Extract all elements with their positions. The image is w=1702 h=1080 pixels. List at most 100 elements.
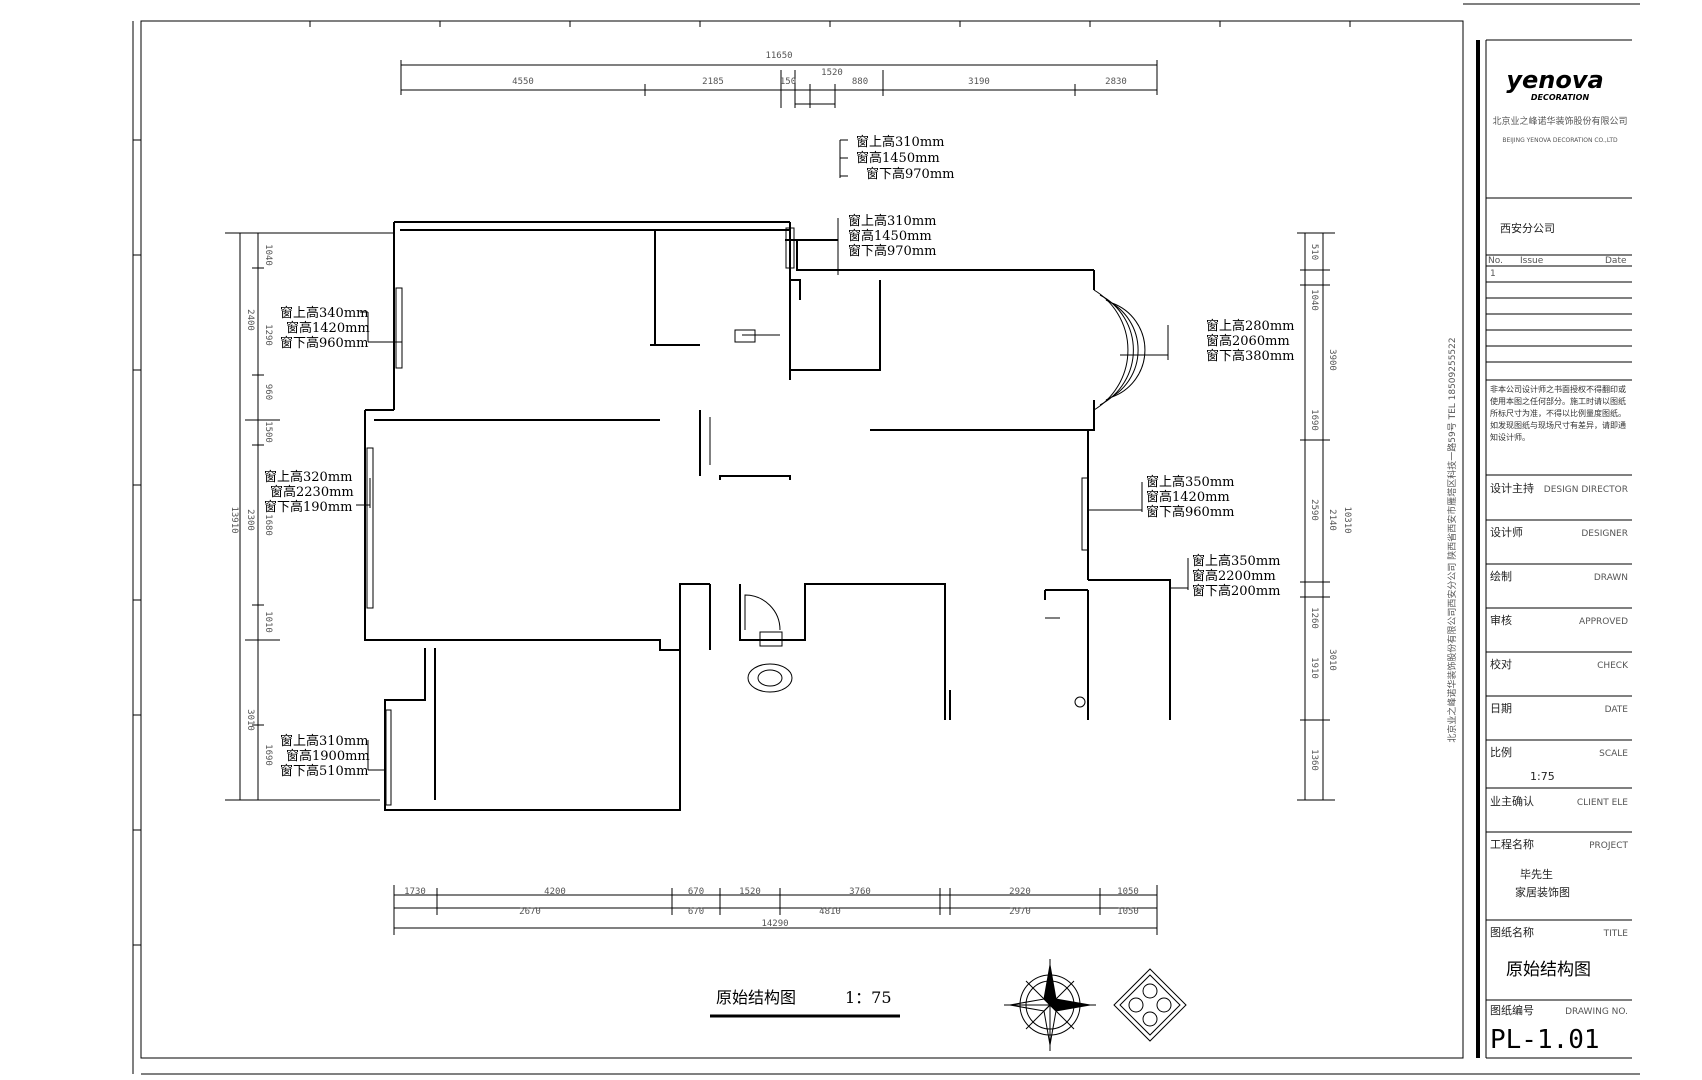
svg-text:1690: 1690 (1309, 409, 1319, 431)
window-6-bottom: 窗下高960mm (1146, 504, 1234, 520)
title-block: 北京业之峰诺华装饰股份有限公司西安分公司 陕西省西安市雁塔区科技一路59号 TE… (1446, 21, 1632, 1059)
svg-text:工程名称: 工程名称 (1490, 837, 1534, 851)
drawing-title: 原始结构图 (1506, 960, 1591, 980)
svg-text:1680: 1680 (263, 514, 273, 536)
svg-text:图纸编号: 图纸编号 (1490, 1003, 1534, 1017)
vertical-company-address: 北京业之峰诺华装饰股份有限公司西安分公司 陕西省西安市雁塔区科技一路59号 TE… (1446, 337, 1458, 742)
bottom-dim-labels: 1730 4200 670 1520 3760 2920 1050 2670 6… (404, 887, 1139, 929)
company-name-en: BEIJING YENOVA DECORATION CO.,LTD (1502, 137, 1618, 144)
svg-text:DRAWING NO.: DRAWING NO. (1565, 1007, 1628, 1017)
svg-text:校对: 校对 (1490, 657, 1512, 671)
window-1-height: 窗高1450mm (856, 150, 940, 166)
project-name-2: 家居装饰图 (1515, 885, 1570, 899)
window-7-bottom: 窗下高200mm (1192, 583, 1280, 599)
svg-text:4810: 4810 (819, 907, 841, 917)
window-7-height: 窗高2200mm (1192, 568, 1276, 584)
svg-text:SCALE: SCALE (1599, 749, 1628, 759)
svg-text:3010: 3010 (1327, 649, 1337, 671)
svg-text:设计主持: 设计主持 (1490, 481, 1534, 495)
window-8-bottom: 窗下高510mm (280, 763, 368, 779)
window-2-bottom: 窗下高970mm (848, 243, 936, 259)
windows (366, 227, 1146, 806)
drawing-caption-scale: 1：75 (845, 988, 892, 1007)
branch-name: 西安分公司 (1500, 221, 1555, 235)
svg-text:150: 150 (780, 77, 796, 87)
window-leaders (356, 139, 1189, 771)
svg-text:1690: 1690 (263, 744, 273, 766)
walls (364, 221, 1171, 811)
svg-text:日期: 日期 (1490, 702, 1512, 715)
company-logo: yenova (1506, 66, 1603, 94)
svg-text:图纸名称: 图纸名称 (1490, 925, 1534, 939)
compass-rose-icon (1004, 959, 1096, 1051)
window-4-top: 窗上高280mm (1206, 318, 1294, 334)
svg-text:2590: 2590 (1309, 499, 1319, 521)
window-6-top: 窗上高350mm (1146, 474, 1234, 490)
svg-text:1500: 1500 (263, 421, 273, 443)
svg-text:DESIGN DIRECTOR: DESIGN DIRECTOR (1544, 485, 1628, 495)
right-dimensions (1297, 232, 1335, 801)
svg-text:2920: 2920 (1009, 887, 1031, 897)
left-dim-labels: 1040 2400 1290 960 1500 2300 1680 1010 3… (229, 244, 273, 766)
svg-text:CHECK: CHECK (1597, 661, 1629, 671)
svg-text:PROJECT: PROJECT (1589, 841, 1628, 851)
svg-text:Date: Date (1605, 256, 1627, 266)
window-6-height: 窗高1420mm (1146, 489, 1230, 505)
svg-text:2830: 2830 (1105, 77, 1127, 87)
scale-value: 1:75 (1530, 770, 1555, 783)
top-dimensions (400, 60, 1158, 108)
svg-text:2400: 2400 (245, 309, 255, 331)
svg-text:1520: 1520 (821, 68, 843, 78)
svg-text:1050: 1050 (1117, 907, 1139, 917)
svg-text:Issue: Issue (1520, 256, 1544, 266)
svg-text:1520: 1520 (739, 887, 761, 897)
company-name: 北京业之峰诺华装饰股份有限公司 (1492, 115, 1627, 127)
right-total-dim: 10310 (1342, 506, 1352, 533)
svg-text:1290: 1290 (263, 324, 273, 346)
svg-text:670: 670 (688, 887, 704, 897)
svg-text:1: 1 (1490, 269, 1496, 279)
window-5-height: 窗高2230mm (270, 484, 354, 500)
company-logo-sub: DECORATION (1531, 93, 1590, 102)
svg-text:3010: 3010 (245, 709, 255, 731)
svg-text:1260: 1260 (1309, 607, 1319, 629)
window-2-top: 窗上高310mm (848, 213, 936, 229)
window-3-height: 窗高1420mm (286, 320, 370, 336)
svg-text:DATE: DATE (1605, 705, 1629, 715)
window-3-top: 窗上高340mm (280, 305, 368, 321)
svg-text:1040: 1040 (1309, 289, 1319, 311)
svg-text:DESIGNER: DESIGNER (1581, 529, 1628, 539)
svg-text:1910: 1910 (1309, 657, 1319, 679)
left-dimensions (225, 232, 394, 801)
svg-text:CLIENT ELE: CLIENT ELE (1577, 798, 1628, 808)
left-ruler (133, 139, 141, 946)
svg-text:DRAWN: DRAWN (1594, 573, 1628, 583)
svg-text:510: 510 (1309, 244, 1319, 260)
svg-text:1010: 1010 (263, 611, 273, 633)
top-total-dim: 11650 (765, 51, 792, 61)
svg-text:880: 880 (852, 77, 868, 87)
right-dim-labels: 510 1040 3900 1690 2590 2140 1260 3010 1… (1309, 244, 1352, 771)
orientation-symbol-icon (1113, 968, 1187, 1042)
bottom-total-dim: 14290 (761, 919, 788, 929)
svg-text:4200: 4200 (544, 887, 566, 897)
project-name-1: 毕先生 (1520, 867, 1553, 881)
window-7-top: 窗上高350mm (1192, 553, 1280, 569)
svg-text:1360: 1360 (1309, 749, 1319, 771)
svg-text:3760: 3760 (849, 887, 871, 897)
bottom-dimensions (393, 885, 1158, 935)
svg-text:2185: 2185 (702, 77, 724, 87)
svg-text:APPROVED: APPROVED (1579, 617, 1628, 627)
window-8-height: 窗高1900mm (286, 748, 370, 764)
drawing-number: PL-1.01 (1490, 1025, 1600, 1055)
window-4-bottom: 窗下高380mm (1206, 348, 1294, 364)
svg-text:2140: 2140 (1327, 509, 1337, 531)
svg-text:960: 960 (263, 384, 273, 400)
svg-text:No.: No. (1488, 256, 1503, 266)
window-5-bottom: 窗下高190mm (264, 499, 352, 515)
svg-text:2300: 2300 (245, 509, 255, 531)
svg-text:TITLE: TITLE (1603, 929, 1629, 939)
svg-text:2970: 2970 (1009, 907, 1031, 917)
svg-text:业主确认: 业主确认 (1490, 795, 1534, 808)
